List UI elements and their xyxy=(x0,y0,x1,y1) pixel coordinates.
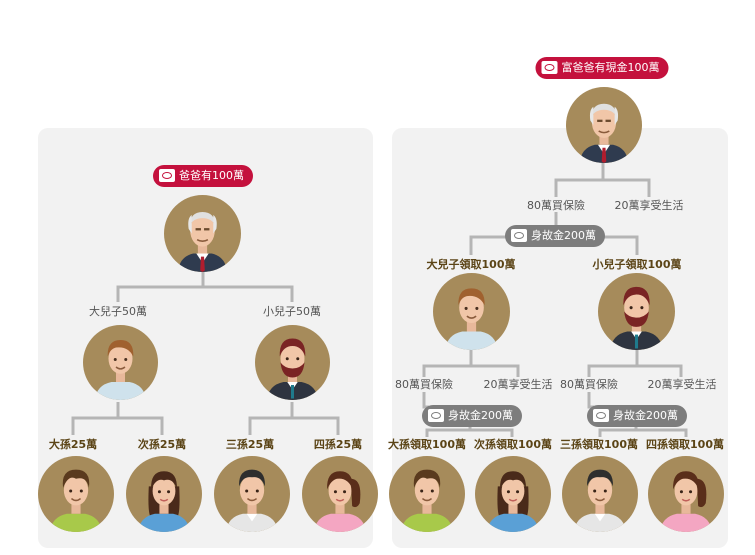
avatar-grandkid4-left xyxy=(302,456,378,532)
son2-death-benefit-badge: 身故金200萬 xyxy=(587,405,687,427)
avatar-grandkid1-right xyxy=(389,456,465,532)
right-grandkid-label-3: 三孫領取100萬 xyxy=(560,438,638,451)
right-death-benefit-badge: 身故金200萬 xyxy=(505,225,605,247)
right-root-badge: 富爸爸有現金100萬 xyxy=(535,57,669,79)
avatar-grandpa-right xyxy=(566,87,642,163)
right-root-badge-label: 富爸爸有現金100萬 xyxy=(561,61,660,74)
son1-enjoy-label: 20萬享受生活 xyxy=(483,378,553,391)
avatar-son1-left xyxy=(83,325,158,400)
boy-icon xyxy=(50,469,102,532)
left-grandkid-label-3: 三孫25萬 xyxy=(225,438,275,451)
right-grandkid-label-1: 大孫領取100萬 xyxy=(388,438,466,451)
right-death-benefit-label: 身故金200萬 xyxy=(531,229,596,242)
left-split-label-son1: 大兒子50萬 xyxy=(89,305,147,318)
right-grandkid-label-2: 次孫領取100萬 xyxy=(474,438,552,451)
man-icon xyxy=(445,288,498,350)
left-root-badge-label: 爸爸有100萬 xyxy=(179,169,244,182)
left-grandkid-label-4: 四孫25萬 xyxy=(313,438,363,451)
son2-insurance-label: 80萬買保險 xyxy=(560,378,618,391)
left-grandkid-label-2: 次孫25萬 xyxy=(137,438,187,451)
boy-icon xyxy=(401,469,453,532)
avatar-grandpa-left xyxy=(164,195,241,272)
girl-icon xyxy=(487,471,539,532)
right-insurance-label: 80萬買保險 xyxy=(527,199,585,212)
son2-death-benefit-label: 身故金200萬 xyxy=(613,409,678,422)
avatar-grandkid3-right xyxy=(562,456,638,532)
avatar-grandkid2-left xyxy=(126,456,202,532)
avatar-grandkid3-left xyxy=(214,456,290,532)
boy-icon xyxy=(226,469,278,532)
boy-icon xyxy=(574,469,626,532)
girl-ponytail-icon xyxy=(660,471,712,532)
left-split-label-son2: 小兒子50萬 xyxy=(263,305,321,318)
son1-insurance-label: 80萬買保險 xyxy=(395,378,453,391)
money-bill-icon xyxy=(159,169,175,182)
avatar-son2-left xyxy=(255,325,330,400)
son2-enjoy-label: 20萬享受生活 xyxy=(647,378,717,391)
money-bill-icon xyxy=(593,409,609,422)
money-bill-icon xyxy=(511,229,527,242)
grandpa-icon xyxy=(177,211,228,272)
right-son2-label: 小兒子領取100萬 xyxy=(592,258,682,271)
right-grandkid-label-4: 四孫領取100萬 xyxy=(646,438,724,451)
son1-death-benefit-label: 身故金200萬 xyxy=(448,409,513,422)
bearded-man-icon xyxy=(267,338,318,400)
money-bill-icon xyxy=(428,409,444,422)
avatar-son2-right xyxy=(598,273,675,350)
left-root-badge: 爸爸有100萬 xyxy=(153,165,253,187)
avatar-grandkid2-right xyxy=(475,456,551,532)
man-icon xyxy=(95,340,146,400)
right-son1-label: 大兒子領取100萬 xyxy=(426,258,516,271)
son1-death-benefit-badge: 身故金200萬 xyxy=(422,405,522,427)
girl-icon xyxy=(138,471,190,532)
bearded-man-icon xyxy=(610,286,663,350)
avatar-grandkid4-right xyxy=(648,456,724,532)
avatar-son1-right xyxy=(433,273,510,350)
money-bill-icon xyxy=(541,61,558,74)
girl-ponytail-icon xyxy=(314,471,366,532)
right-enjoy-label: 20萬享受生活 xyxy=(614,199,684,212)
avatar-grandkid1-left xyxy=(38,456,114,532)
grandpa-icon xyxy=(579,103,629,163)
left-grandkid-label-1: 大孫25萬 xyxy=(48,438,98,451)
